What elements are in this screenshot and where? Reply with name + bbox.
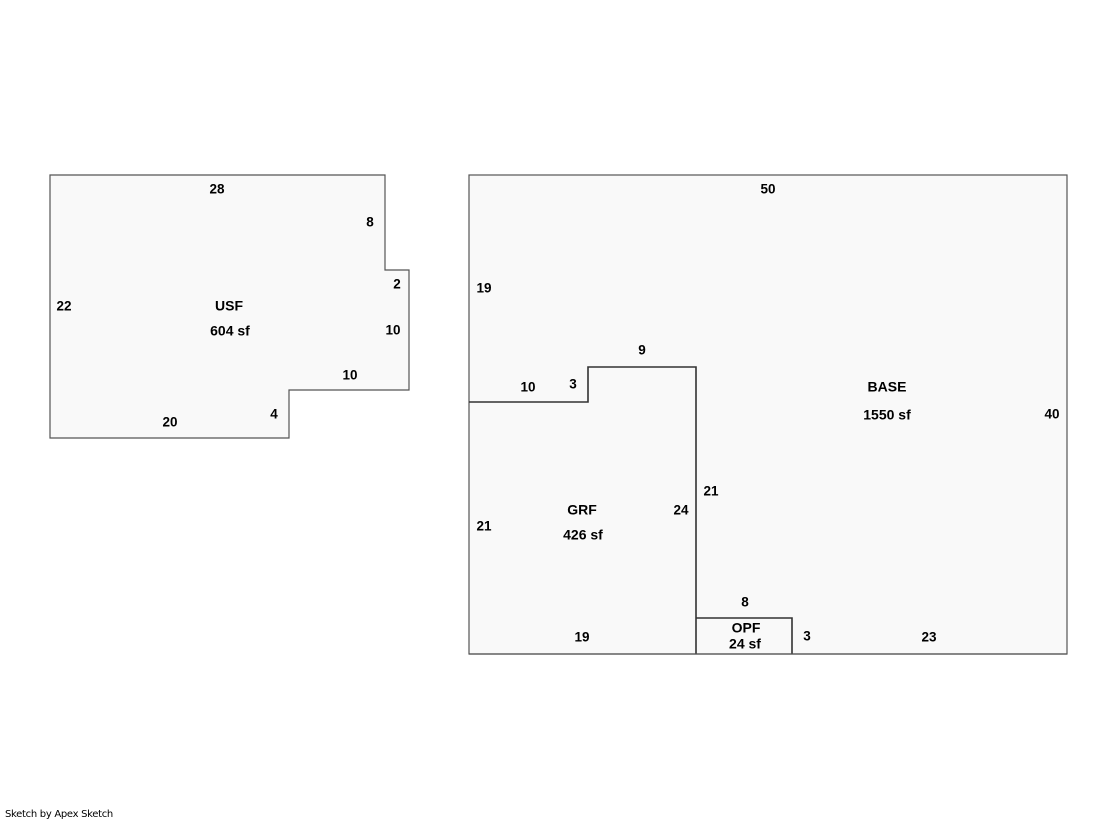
base-size: 1550 sf [863, 407, 911, 423]
base-dim: 23 [921, 630, 937, 645]
usf-dim: 22 [56, 299, 71, 314]
base-dim: 40 [1044, 407, 1059, 422]
usf-dim-top: 28 [209, 182, 225, 197]
grf-size: 426 sf [563, 527, 603, 543]
usf-dim: 10 [385, 323, 400, 338]
usf-outline [49, 174, 410, 439]
grf-dim: 21 [476, 519, 492, 534]
grf-name: GRF [567, 502, 597, 518]
opf-outline [696, 617, 793, 654]
sketch-credit: Sketch by Apex Sketch [5, 809, 113, 820]
usf-name: USF [215, 298, 243, 314]
usf-dim: 10 [342, 368, 357, 383]
opf-dim: 8 [741, 595, 749, 610]
usf-dim: 2 [393, 277, 401, 292]
base-dim: 19 [476, 281, 491, 296]
base-dim: 10 [520, 380, 535, 395]
base-dim: 21 [703, 484, 719, 499]
base-dim: 9 [638, 343, 646, 358]
grf-dim: 24 [673, 503, 689, 518]
usf-dim: 8 [366, 215, 374, 230]
base-dim-top: 50 [760, 182, 775, 197]
base-name: BASE [868, 379, 907, 395]
opf-name: OPF [732, 620, 761, 636]
usf-size: 604 sf [210, 323, 250, 339]
base-dim: 3 [569, 377, 577, 392]
grf-outline [469, 366, 697, 654]
usf-dim: 20 [162, 415, 177, 430]
opf-size: 24 sf [729, 636, 761, 652]
base-outline [468, 174, 1068, 655]
usf-dim: 4 [270, 407, 278, 422]
grf-dim: 19 [574, 630, 589, 645]
opf-dim: 3 [803, 629, 811, 644]
